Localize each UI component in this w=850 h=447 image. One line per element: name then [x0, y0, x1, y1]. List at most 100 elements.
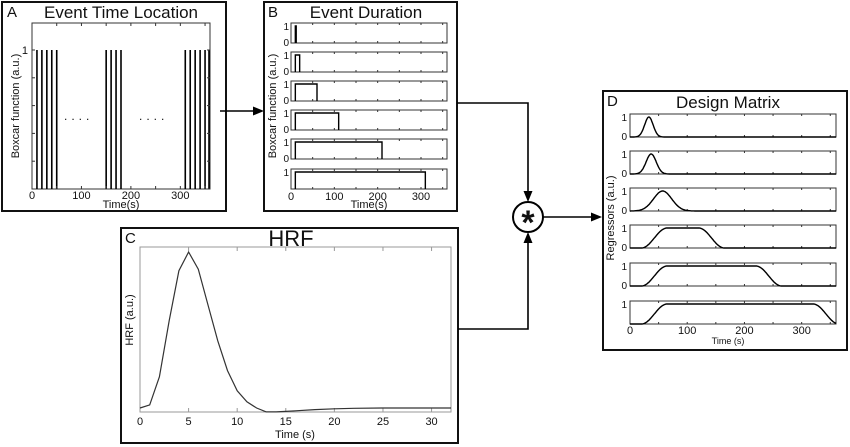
panel-a-ticks — [31, 23, 210, 190]
panel-b-ylabel: Boxcar function (a.u.) — [267, 54, 279, 159]
boxcar-line — [294, 141, 383, 159]
regressor-curve — [630, 265, 836, 287]
panel-c-ylabel: HRF (a.u.) — [124, 294, 136, 345]
connector-b-to-convolution — [457, 102, 533, 202]
panel-d-border — [602, 90, 848, 351]
panel-d-xtick-label: 300 — [792, 325, 810, 337]
subplot-axes — [290, 80, 448, 102]
regressor-subplot: 10 — [621, 113, 837, 143]
boxcar-subplot: 1 — [283, 168, 448, 190]
regressor-curve — [630, 227, 836, 249]
subplot-axes — [629, 113, 837, 138]
subplot-axes — [290, 109, 448, 131]
ytick-label-0: 0 — [621, 206, 627, 217]
panel-b-title: Event Duration — [310, 3, 422, 22]
ytick-label-1: 1 — [283, 138, 289, 149]
ytick-label-1: 1 — [621, 262, 627, 273]
ytick-label-1: 1 — [283, 22, 289, 33]
panel-c-xtick-label: 0 — [137, 416, 143, 428]
regressor-subplot: 10 — [621, 224, 837, 254]
panel-c: C HRF 0 5 10 15 20 25 30 Time (s) HRF (a… — [120, 226, 459, 444]
panel-a-letter: A — [7, 4, 17, 21]
panel-b-border — [263, 1, 458, 212]
ytick-label-0: 0 — [621, 169, 627, 180]
panel-b-xlabel: Time(s) — [351, 199, 388, 211]
panel-a-ytick-1: 1 — [22, 45, 28, 57]
panel-b-xtick-label: 100 — [325, 191, 343, 203]
panel-a-xtick-label: 200 — [122, 190, 140, 202]
regressor-curve — [630, 303, 837, 325]
panel-d-letter: D — [607, 93, 618, 110]
arrow-a-to-b — [220, 106, 264, 116]
hrf-curve — [139, 250, 451, 413]
panel-a-xtick-label: 0 — [29, 190, 35, 202]
panel-d-ylabel: Regressors (a.u.) — [605, 176, 617, 261]
panel-a-title: Event Time Location — [44, 3, 198, 22]
ytick-label-1: 1 — [283, 51, 289, 62]
subplot-axes — [290, 22, 448, 44]
ytick-label-1: 1 — [283, 109, 289, 120]
boxcar-line — [294, 54, 301, 72]
panel-c-axes — [139, 246, 452, 413]
panel-c-xtick-label: 30 — [425, 416, 437, 428]
panel-d-xtick-label: 100 — [678, 325, 696, 337]
panel-b-xtick-label: 0 — [288, 191, 294, 203]
panel-a-xlabel: Time(s) — [103, 199, 140, 211]
boxcar-subplot: 10 — [283, 51, 448, 78]
panel-c-xtick-label: 20 — [328, 416, 340, 428]
regressor-curve — [630, 190, 836, 212]
boxcar-line — [294, 112, 340, 130]
subplot-axes — [629, 224, 837, 249]
ytick-label-0: 0 — [283, 125, 289, 136]
regressor-curve — [630, 116, 836, 138]
convolution-operator: * — [512, 201, 544, 242]
panel-d-xlabel: Time (s) — [712, 336, 745, 346]
panel-c-xtick-label: 5 — [186, 416, 192, 428]
panel-a-xtick-label: 300 — [171, 190, 189, 202]
regressor-subplot: 10 — [621, 262, 837, 292]
panel-a-border — [1, 1, 227, 212]
ytick-label-0: 0 — [621, 281, 627, 292]
regressor-curve — [630, 153, 836, 175]
ytick-label-0: 0 — [283, 96, 289, 107]
panel-b-letter: B — [268, 4, 278, 21]
arrow-convolution-to-d — [543, 212, 602, 222]
boxcar-line — [294, 25, 297, 43]
panel-c-xtick-labels: 0 5 10 15 20 25 30 — [137, 416, 438, 428]
regressor-subplot: 1 — [621, 300, 837, 325]
panel-d-title: Design Matrix — [676, 93, 780, 112]
panel-c-border — [120, 227, 459, 444]
panel-a: A Event Time Location 1 .... .... 0 100 … — [1, 1, 227, 212]
panel-d-xtick-label: 200 — [735, 325, 753, 337]
ytick-label-1: 1 — [621, 187, 627, 198]
panel-a-ylabel: Boxcar function (a.u.) — [10, 54, 22, 159]
subplot-axes — [290, 168, 448, 190]
panel-a-spikes — [36, 50, 210, 189]
boxcar-subplot: 10 — [283, 80, 448, 107]
ytick-label-1: 1 — [621, 300, 627, 311]
ytick-label-0: 0 — [283, 38, 289, 49]
ytick-label-1: 1 — [621, 224, 627, 235]
panel-c-letter: C — [125, 230, 136, 247]
boxcar-line — [294, 171, 427, 189]
subplot-axes — [629, 300, 837, 325]
ytick-label-1: 1 — [621, 150, 627, 161]
panel-c-xtick-label: 25 — [377, 416, 389, 428]
ytick-label-1: 1 — [283, 168, 289, 179]
convolution-asterisk-icon: * — [521, 204, 535, 242]
ytick-label-0: 0 — [283, 154, 289, 165]
panel-a-ellipsis-2: .... — [139, 109, 168, 123]
panel-b-xtick-label: 200 — [368, 191, 386, 203]
ytick-label-0: 0 — [621, 132, 627, 143]
subplot-axes — [290, 51, 448, 73]
boxcar-subplot: 10 — [283, 22, 448, 49]
panel-c-xlabel: Time (s) — [275, 429, 315, 441]
regressor-subplot: 10 — [621, 150, 837, 180]
ytick-label-1: 1 — [621, 113, 627, 124]
ytick-label-0: 0 — [621, 243, 627, 254]
boxcar-line — [294, 83, 318, 101]
